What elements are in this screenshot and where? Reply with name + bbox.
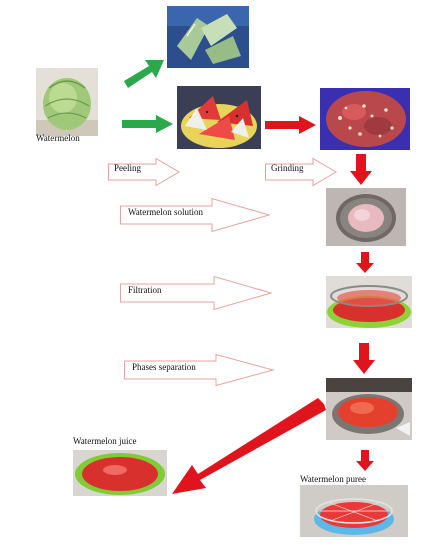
green-arrow-up — [122, 56, 166, 92]
green-arrow-right — [122, 114, 174, 134]
red-arrow-diagonal — [170, 398, 326, 498]
step-filtration-label: Filtration — [128, 285, 162, 295]
rind-photo — [167, 6, 249, 68]
separation-photo — [326, 378, 412, 440]
filter-photo — [326, 276, 412, 328]
step-phases-separation-label: Phases separation — [132, 362, 196, 372]
puree-photo — [300, 485, 408, 537]
ground-pulp-photo — [320, 88, 410, 150]
red-arrow-down-4 — [356, 450, 374, 472]
step-peeling: Peeling — [108, 157, 180, 187]
step-filtration: Filtration — [120, 275, 273, 311]
step-watermelon-solution-label: Watermelon solution — [128, 207, 204, 217]
cut-watermelon-photo — [177, 86, 261, 149]
step-watermelon-solution: Watermelon solution — [120, 197, 271, 233]
red-arrow-down-3 — [353, 343, 375, 375]
watermelon-puree-label: Watermelon puree — [300, 474, 366, 484]
red-arrow-right — [265, 115, 317, 135]
red-arrow-down-1 — [350, 154, 372, 186]
step-peeling-label: Peeling — [114, 163, 141, 173]
juice-photo — [73, 450, 167, 496]
pot-photo — [326, 188, 406, 246]
step-grinding: Grinding — [265, 157, 337, 187]
watermelon-photo — [36, 68, 98, 136]
step-grinding-label: Grinding — [271, 163, 304, 173]
watermelon-juice-label: Watermelon juice — [73, 436, 137, 446]
step-phases-separation: Phases separation — [124, 353, 275, 387]
red-arrow-down-2 — [356, 252, 374, 274]
watermelon-label: Watermelon — [36, 133, 80, 143]
